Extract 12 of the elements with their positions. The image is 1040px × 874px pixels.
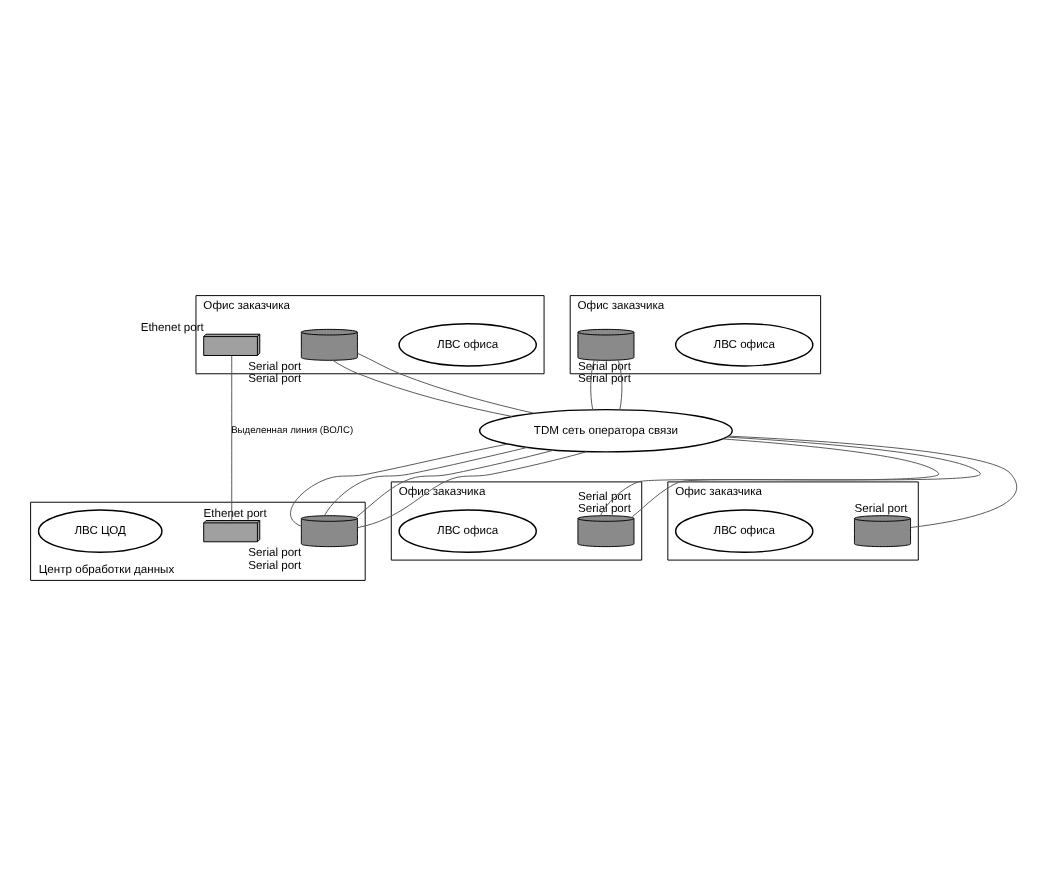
connector — [290, 442, 508, 526]
connector — [600, 437, 940, 515]
connector — [324, 446, 528, 515]
connector — [590, 358, 595, 410]
connector — [231, 354, 233, 520]
connector — [617, 358, 623, 410]
connector — [728, 434, 1018, 527]
connector — [357, 450, 587, 528]
connector — [332, 359, 513, 416]
connector — [632, 435, 981, 517]
connector — [356, 448, 555, 517]
connector — [357, 351, 535, 413]
